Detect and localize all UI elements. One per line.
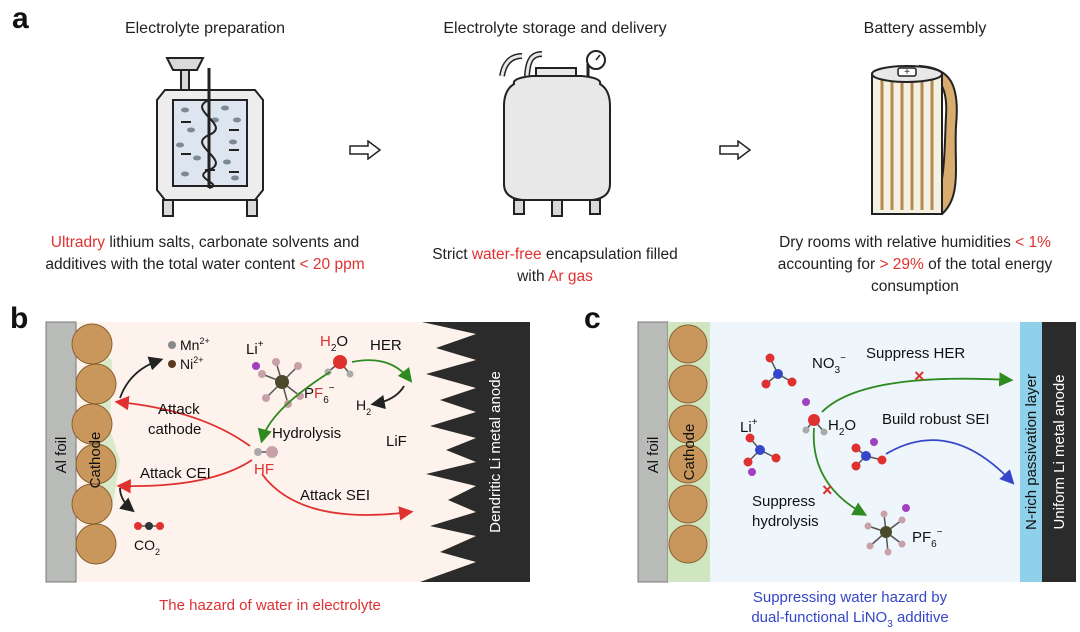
attack-sei-label: Attack SEI	[300, 487, 370, 504]
panel-c-caption-1: Suppressing water hazard by	[753, 589, 948, 606]
svg-text:Attack: Attack	[158, 401, 200, 418]
panel-c-diagram: Al foil Cathode N-rich passivation layer…	[637, 321, 1076, 630]
panel-c-caption-2: dual-functional LiNO3 additive	[751, 609, 948, 630]
electrolyte-background-c	[694, 322, 1024, 582]
svg-text:H2O: H2O	[828, 417, 856, 438]
svg-text:NO3−: NO3−	[812, 353, 846, 376]
step-3-caption: Dry rooms with relative humidities < 1% …	[777, 234, 1053, 295]
svg-text:Build robust SEI: Build robust SEI	[882, 411, 990, 428]
cathode-particles-c	[668, 324, 708, 564]
svg-text:Mn2+: Mn2+	[180, 336, 210, 353]
anode-label-b: Dendritic Li metal anode	[487, 371, 504, 533]
svg-text:CO2: CO2	[134, 537, 160, 557]
storage-vessel-icon	[499, 50, 611, 217]
svg-text:Al foil: Al foil	[645, 437, 662, 474]
blocked-her-icon: ×	[914, 366, 925, 386]
svg-text:Suppress HER: Suppress HER	[866, 345, 965, 362]
step-1-caption: Ultradry lithium salts, carbonate solven…	[45, 234, 365, 273]
svg-text:PF6−: PF6−	[304, 383, 335, 406]
her-label-b: HER	[370, 337, 402, 354]
passivation-layer	[1020, 322, 1042, 582]
cylindrical-cell-icon: +	[871, 64, 958, 215]
svg-text:Li+: Li+	[740, 417, 758, 436]
step-2-title: Electrolyte storage and delivery	[443, 20, 667, 37]
al-foil-b	[45, 321, 77, 583]
panel-b-diagram: Al foil Cathode Dendritic Li metal anode…	[45, 321, 530, 614]
panel-b-caption: The hazard of water in electrolyte	[159, 597, 381, 614]
svg-text:Uniform Li metal anode: Uniform Li metal anode	[1051, 374, 1068, 529]
svg-text:+: +	[904, 67, 910, 78]
hf-label-b: HF	[254, 461, 274, 478]
panel-b-label: b	[10, 302, 29, 335]
svg-text:H2O: H2O	[320, 333, 348, 354]
svg-text:Li+: Li+	[246, 339, 264, 358]
al-foil-label-b: Al foil	[53, 437, 70, 474]
al-foil-c	[637, 321, 669, 583]
step-3-title: Battery assembly	[863, 20, 987, 37]
svg-text:PF6−: PF6−	[912, 527, 943, 550]
panel-c-label: c	[584, 302, 601, 335]
lif-label-b: LiF	[386, 433, 407, 450]
hydrolysis-label-b: Hydrolysis	[272, 425, 341, 442]
dendritic-anode	[420, 322, 530, 582]
svg-text:cathode: cathode	[148, 421, 201, 438]
step-1-title: Electrolyte preparation	[124, 20, 286, 37]
svg-text:Ni2+: Ni2+	[180, 355, 204, 372]
svg-text:N-rich passivation layer: N-rich passivation layer	[1023, 374, 1040, 530]
svg-text:hydrolysis: hydrolysis	[752, 513, 819, 530]
step-2-caption: Strict water-free encapsulation filled w…	[432, 246, 678, 285]
attack-cei-label: Attack CEI	[140, 465, 211, 482]
li-anode-c	[1042, 322, 1076, 582]
blocked-hydrolysis-icon: ×	[822, 480, 833, 500]
step-arrow-1-icon	[349, 140, 382, 160]
svg-text:Cathode: Cathode	[681, 424, 698, 481]
svg-text:Suppress: Suppress	[752, 493, 815, 510]
cathode-label-b: Cathode	[87, 432, 104, 489]
step-arrow-2-icon	[719, 140, 752, 160]
svg-text:H2: H2	[356, 397, 371, 417]
panel-a-label: a	[12, 2, 29, 35]
mixing-tank-icon	[156, 57, 264, 217]
cathode-particles-b	[71, 323, 117, 565]
